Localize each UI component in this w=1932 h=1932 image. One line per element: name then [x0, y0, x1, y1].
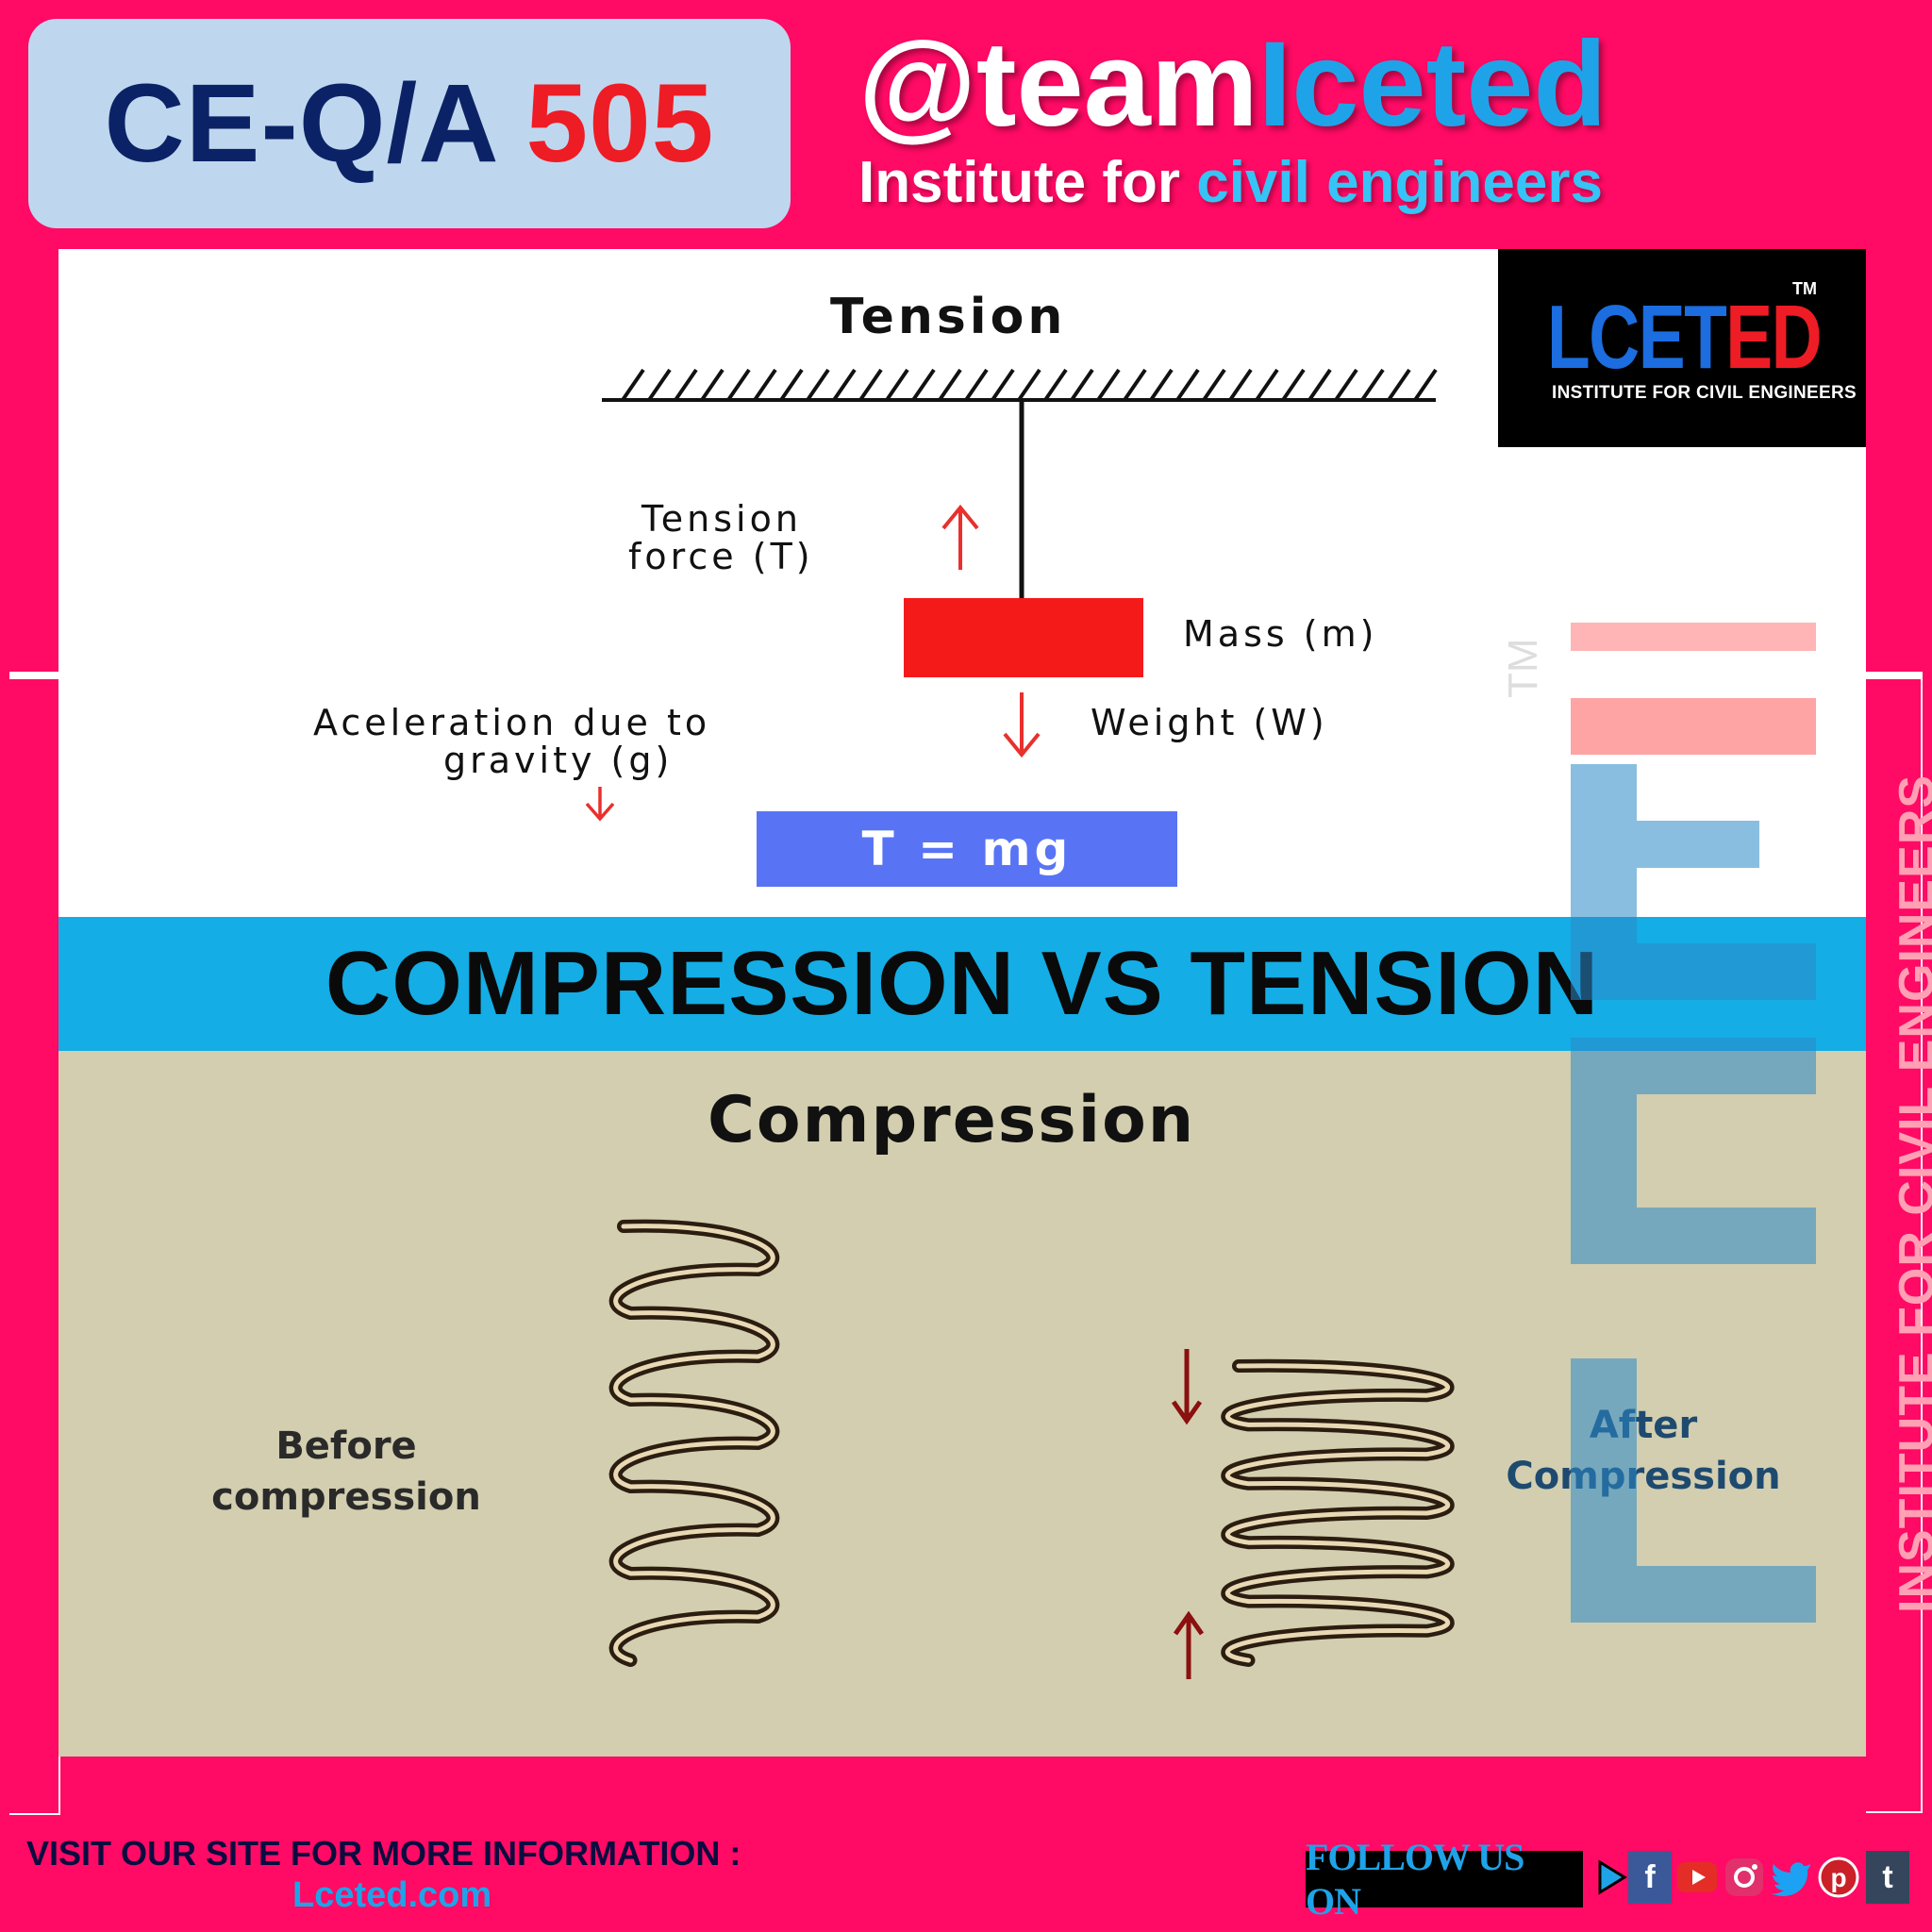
frame-right-fill: [1866, 679, 1921, 1811]
tagline-highlight: civil engineers: [1196, 150, 1603, 215]
youtube-icon[interactable]: [1675, 1851, 1719, 1904]
compression-arrow-up: [1173, 1610, 1205, 1679]
hatch-mark: [647, 368, 672, 402]
brand-logo: [1498, 249, 1866, 447]
hatch-mark: [621, 368, 645, 402]
hatch-mark: [1255, 368, 1279, 402]
social-handle: @teamIceted: [858, 19, 1607, 151]
tension-force-label-line2: force (T): [628, 536, 814, 577]
hatch-mark: [885, 368, 909, 402]
hatch-mark: [1070, 368, 1094, 402]
tagline-prefix: Institute for: [858, 150, 1180, 215]
hatch-mark: [1149, 368, 1174, 402]
hatch-mark: [700, 368, 724, 402]
pinterest-icon[interactable]: p: [1817, 1851, 1860, 1904]
hatch-mark: [964, 368, 989, 402]
spring-after-highlight: [1224, 1363, 1451, 1663]
hatch-mark: [1387, 368, 1411, 402]
play-icon[interactable]: [1591, 1851, 1634, 1904]
compression-panel: [58, 1051, 1866, 1757]
question-badge: CE-Q/A 505: [28, 19, 791, 228]
follow-us-box: FOLLOW US ON: [1306, 1836, 1583, 1923]
handle-highlight: Iceted: [1257, 17, 1607, 152]
hatch-mark: [1360, 368, 1385, 402]
footer-visit-text: VISIT OUR SITE FOR MORE INFORMATION :: [26, 1834, 741, 1873]
hatch-mark: [1281, 368, 1306, 402]
handle-prefix: @team: [858, 17, 1258, 152]
hatch-mark: [1096, 368, 1121, 402]
hatch-mark: [1228, 368, 1253, 402]
follow-us-label: FOLLOW US ON: [1306, 1836, 1524, 1923]
logo-subtitle: INSTITUTE FOR CIVIL ENGINEERS: [1552, 383, 1857, 403]
tumblr-icon[interactable]: t: [1866, 1851, 1909, 1904]
hatch-mark: [753, 368, 777, 402]
formula-box: T = mg: [757, 811, 1177, 887]
footer-site-link[interactable]: Lceted.com: [292, 1875, 492, 1915]
after-label-line2: Compression: [1506, 1455, 1781, 1498]
frame-left-fill: [9, 679, 58, 1813]
weight-label: Weight (W): [1091, 702, 1328, 743]
mass-block: [904, 598, 1143, 677]
gravity-label-line1: Aceleration due to: [313, 702, 711, 743]
spring-before-highlight: [613, 1224, 775, 1663]
hatch-mark: [806, 368, 830, 402]
logo-trademark: TM: [1792, 279, 1817, 298]
tension-force-label-line1: Tension: [641, 498, 802, 540]
instagram-icon[interactable]: [1723, 1851, 1766, 1904]
hatch-mark: [858, 368, 883, 402]
hatch-mark: [726, 368, 751, 402]
hatch-mark: [832, 368, 857, 402]
hatch-mark: [1202, 368, 1226, 402]
formula-text: T = mg: [861, 822, 1073, 876]
before-compression-label: Before compression: [200, 1421, 492, 1523]
svg-text:p: p: [1830, 1863, 1846, 1892]
tagline: Institute for civil engineers: [858, 149, 1603, 217]
hatch-mark: [938, 368, 962, 402]
hatch-mark: [1043, 368, 1068, 402]
facebook-icon[interactable]: f: [1628, 1851, 1672, 1904]
hatch-mark: [991, 368, 1015, 402]
hatch-mark: [779, 368, 804, 402]
tension-arrow: [941, 504, 979, 570]
tension-title: Tension: [830, 289, 1067, 345]
hatch-mark: [1413, 368, 1438, 402]
logo-wordmark: LCETED: [1547, 291, 1823, 385]
badge-number: 505: [525, 61, 715, 186]
gravity-label-line2: gravity (g): [443, 740, 674, 781]
gravity-arrow: [585, 787, 615, 822]
hatch-mark: [1334, 368, 1358, 402]
before-label-line1: Before: [275, 1424, 417, 1468]
logo-red-text: ED: [1725, 287, 1822, 388]
twitter-icon[interactable]: [1770, 1851, 1813, 1904]
compression-title: Compression: [708, 1083, 1196, 1158]
title-banner: COMPRESSION VS TENSION: [58, 917, 1866, 1051]
hatch-mark: [1123, 368, 1147, 402]
hatch-mark: [1175, 368, 1200, 402]
hatch-mark: [1307, 368, 1332, 402]
weight-arrow: [1003, 692, 1041, 758]
watermark-side-text: INSTITUTE FOR CIVIL ENGINEERS: [1890, 774, 1932, 1613]
ceiling-hatch: [621, 368, 1438, 402]
before-label-line2: compression: [211, 1475, 481, 1519]
banner-title: COMPRESSION VS TENSION: [325, 933, 1600, 1034]
logo-blue-text: LCET: [1547, 287, 1727, 388]
watermark-trademark: TM: [1500, 638, 1546, 698]
compression-arrow-down: [1171, 1349, 1203, 1425]
mass-label: Mass (m): [1183, 613, 1378, 655]
lceted-watermark-logo: [1571, 623, 1816, 1623]
hatch-mark: [911, 368, 936, 402]
hatch-mark: [674, 368, 698, 402]
hatch-mark: [1017, 368, 1041, 402]
badge-prefix: CE-Q/A: [104, 61, 500, 186]
